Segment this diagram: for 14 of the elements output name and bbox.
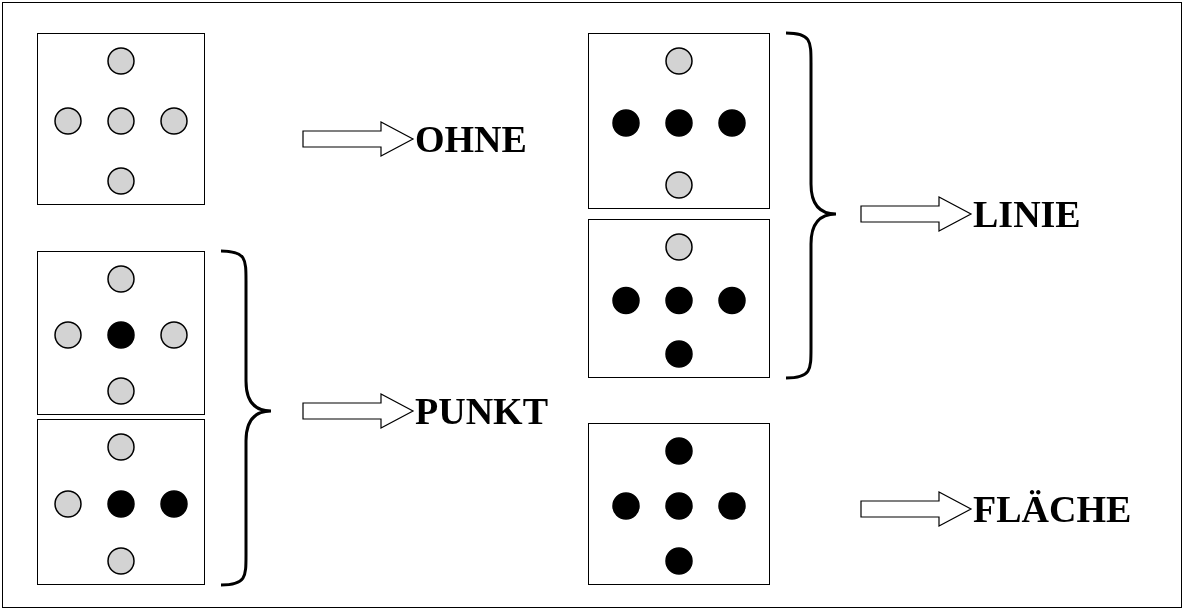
block-arrow: [860, 196, 973, 232]
block-arrow: [860, 491, 973, 527]
dot-pattern-box: [37, 251, 205, 415]
dot-pattern-box: [588, 219, 770, 378]
dot-pattern-box: [37, 33, 205, 205]
dot-pattern-box: [37, 419, 205, 585]
category-label: PUNKT: [415, 389, 548, 433]
block-arrow: [302, 393, 415, 429]
category-label: LINIE: [973, 192, 1081, 236]
category-label: FLÄCHE: [973, 487, 1132, 531]
category-label: OHNE: [415, 117, 527, 161]
dot-pattern-box: [588, 423, 770, 585]
block-arrow: [302, 121, 415, 157]
dot-pattern-box: [588, 33, 770, 209]
